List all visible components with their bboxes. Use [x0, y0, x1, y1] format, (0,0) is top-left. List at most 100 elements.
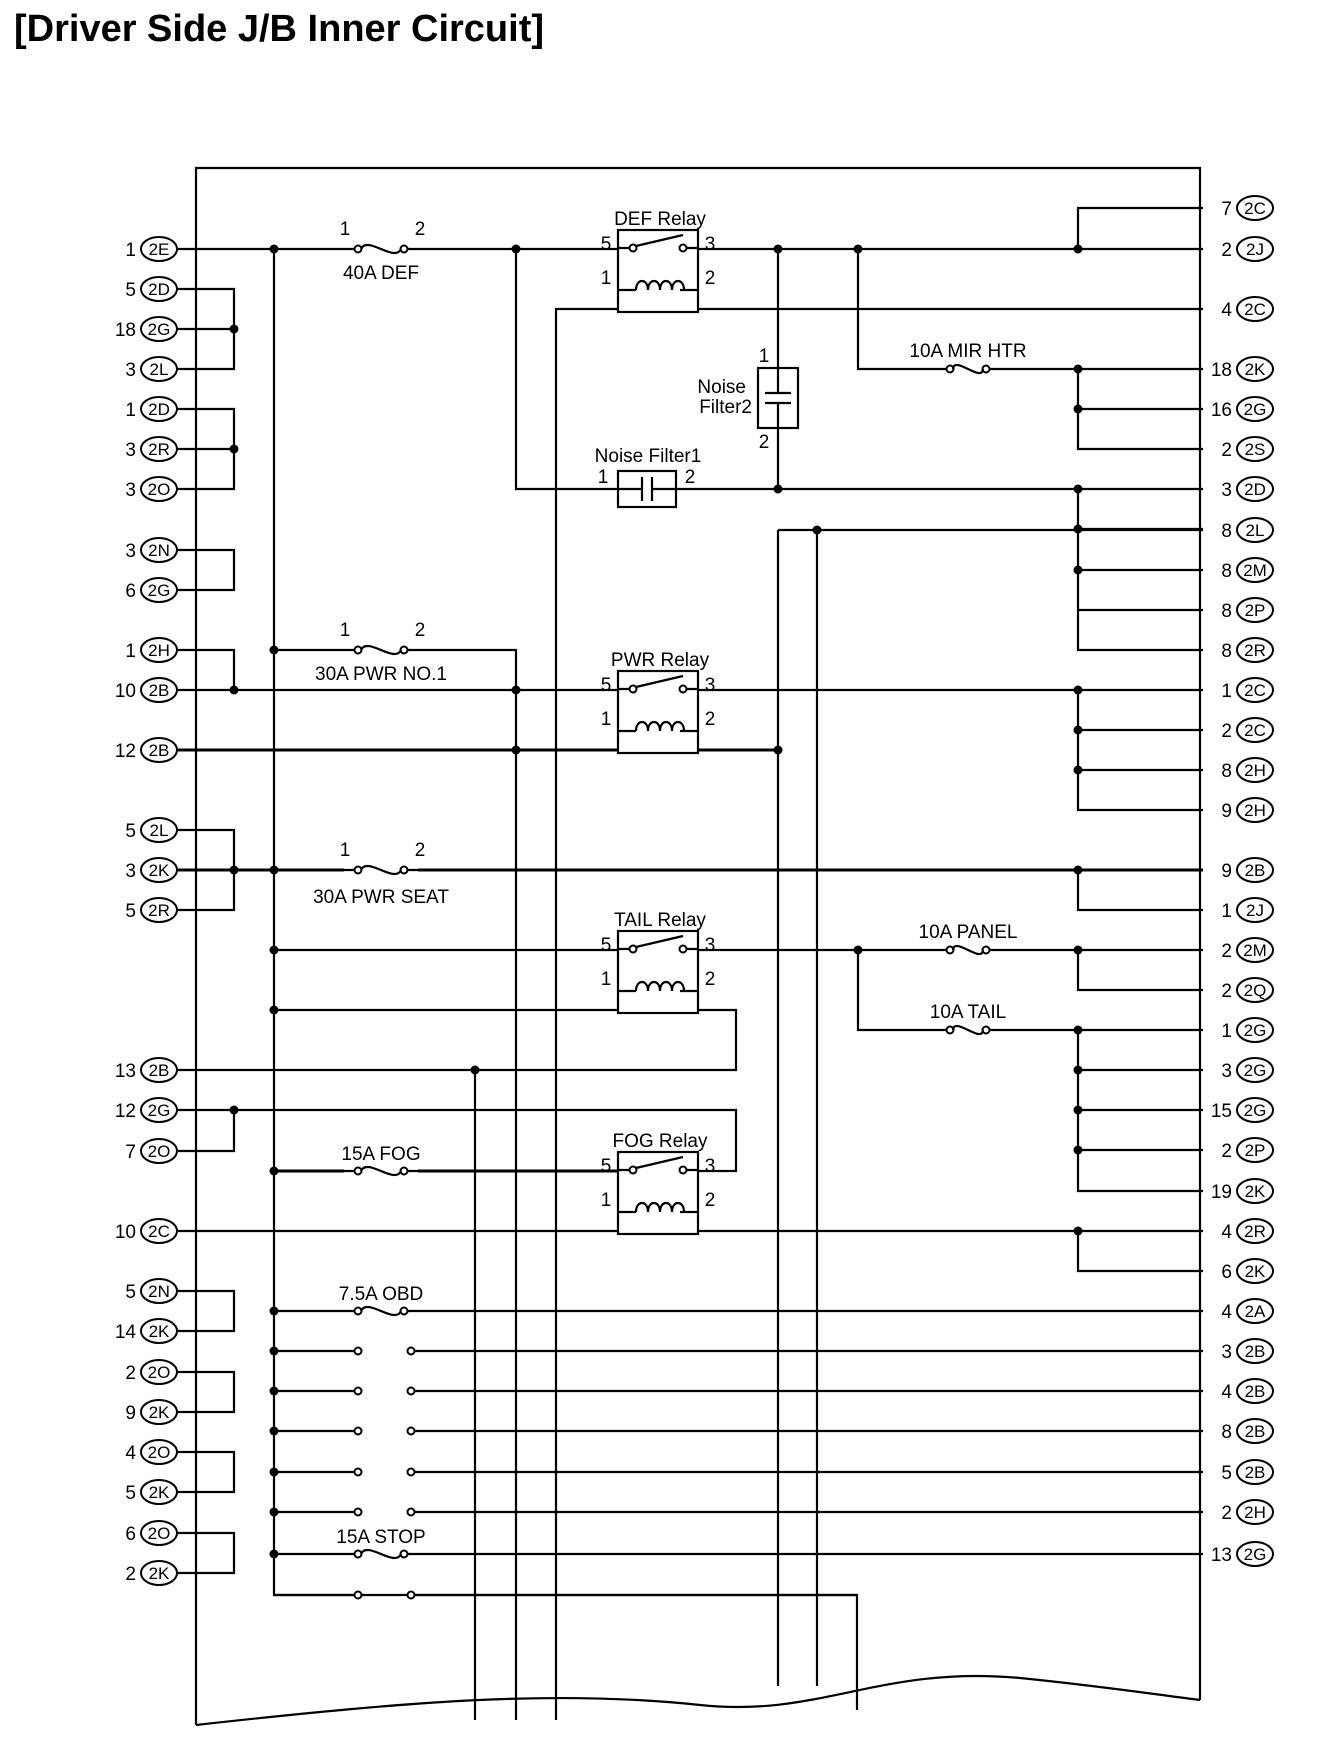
connector-oval [1236, 977, 1274, 1003]
relay-pin: 3 [705, 1156, 716, 1177]
terminal-pin-number: 9 [1221, 861, 1232, 882]
connector-code: 2K [149, 1483, 170, 1502]
terminal-pin-number: 3 [1221, 1342, 1232, 1363]
fuse-terminal [353, 244, 363, 254]
connector-code: 2J [1246, 901, 1264, 920]
relay-label: TAIL Relay [614, 910, 706, 931]
relay-pin: 5 [601, 1156, 612, 1177]
fuse-10a-panel: 10A PANEL [919, 922, 1017, 956]
junction-dot [269, 865, 279, 875]
relay-label: PWR Relay [611, 650, 710, 671]
junction-dot [812, 525, 822, 535]
relay-contact [678, 684, 688, 694]
connector-code: 2D [1244, 480, 1266, 499]
junction-dot [229, 685, 239, 695]
connector-oval [1236, 857, 1274, 883]
connector-oval [140, 577, 178, 603]
fuse-pin: 1 [340, 219, 351, 240]
terminal-pin-number: 19 [1211, 1182, 1232, 1203]
junction-dot [1073, 1025, 1083, 1035]
connector-oval [1236, 476, 1274, 502]
connector-code: 2H [148, 641, 170, 660]
connector-code: 2K [1245, 1262, 1266, 1281]
terminal-pin-number: 18 [1211, 360, 1232, 381]
terminal-pin-number: 8 [1221, 521, 1232, 542]
junction-dot [1073, 524, 1083, 534]
terminal-pin-number: 2 [1221, 981, 1232, 1002]
connector-oval [140, 1560, 178, 1586]
left-terminal: 18 2G [115, 316, 178, 342]
connector-code: 2H [1244, 1503, 1266, 1522]
junction-dot [773, 244, 783, 254]
connector-oval [140, 857, 178, 883]
connector-code: 2K [149, 1403, 170, 1422]
left-terminal: 7 2O [125, 1138, 178, 1164]
terminal-pin-number: 10 [115, 1222, 136, 1243]
empty-fuse-socket [406, 1467, 416, 1477]
connector-code: 2J [1246, 240, 1264, 259]
fuse-terminal [399, 1306, 409, 1316]
relay-switch-arm [635, 1155, 684, 1170]
relay-contact [628, 243, 638, 253]
terminal-pin-number: 1 [125, 641, 136, 662]
connector-oval [1236, 296, 1274, 322]
connector-code: 2G [148, 1101, 171, 1120]
terminal-pin-number: 5 [125, 901, 136, 922]
connector-oval [1236, 1541, 1274, 1567]
connector-code: 2G [148, 320, 171, 339]
terminal-pin-number: 2 [1221, 1141, 1232, 1162]
terminal-pin-number: 10 [115, 681, 136, 702]
connector-oval [140, 1520, 178, 1546]
junction-dot [229, 1105, 239, 1115]
empty-fuse-socket [353, 1507, 363, 1517]
fuse-terminal [353, 865, 363, 875]
connector-oval [1236, 557, 1274, 583]
relay-box [616, 228, 700, 314]
empty-fuse-socket [406, 1507, 416, 1517]
relay-pin: 3 [705, 675, 716, 696]
fuse-terminal [353, 1166, 363, 1176]
relay-coil [634, 720, 686, 732]
relay-contact [678, 243, 688, 253]
connector-code: 2B [1245, 1342, 1266, 1361]
connector-code: 2O [148, 1443, 171, 1462]
connector-oval [1236, 396, 1274, 422]
filter-pin: 1 [598, 467, 609, 488]
connector-oval [1236, 1298, 1274, 1324]
fuse-15a-fog: 15A FOG [341, 1144, 421, 1177]
connector-code: 2O [148, 1142, 171, 1161]
terminal-pin-number: 7 [125, 1142, 136, 1163]
connector-oval [1236, 1378, 1274, 1404]
junction-dot [1073, 565, 1083, 575]
connector-oval [1236, 436, 1274, 462]
right-terminal: 2 2H [1221, 1499, 1274, 1525]
fuse-15a-stop: 15A STOP [336, 1527, 426, 1560]
empty-fuse-socket [353, 1467, 363, 1477]
terminal-pin-number: 18 [115, 320, 136, 341]
fuse-label: 40A DEF [343, 263, 419, 284]
fuse-link [936, 944, 1000, 956]
terminal-pin-number: 2 [1221, 1503, 1232, 1524]
connector-code: 2B [1245, 1463, 1266, 1482]
fuse-label: 15A FOG [341, 1144, 420, 1165]
terminal-pin-number: 12 [115, 1101, 136, 1122]
connector-oval [1236, 195, 1274, 221]
connector-code: 2E [149, 240, 170, 259]
